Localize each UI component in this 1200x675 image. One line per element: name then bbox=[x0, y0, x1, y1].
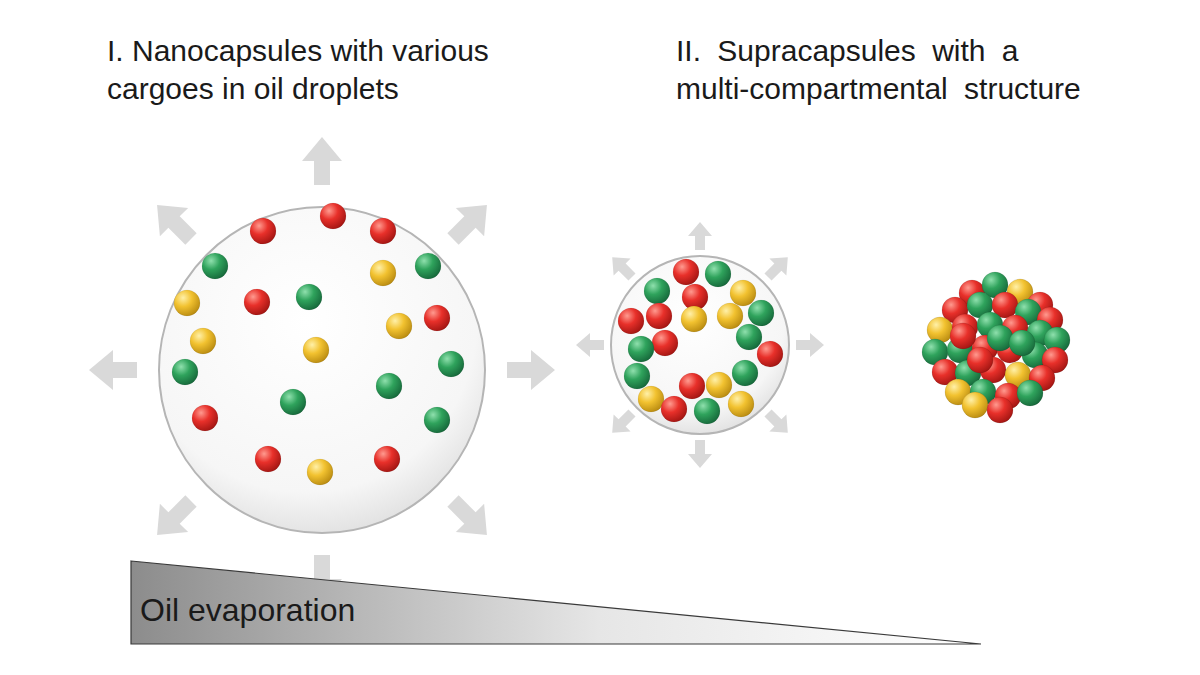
nanocapsules bbox=[618, 259, 783, 424]
supracapsule bbox=[922, 272, 1070, 423]
heading-label: II. Supracapsules with a multi-compartme… bbox=[676, 32, 1092, 108]
wedge-outline bbox=[131, 561, 981, 644]
oil-droplet bbox=[159, 207, 485, 533]
expansion-arrows bbox=[576, 222, 824, 468]
wedge-text: Oil evaporation bbox=[140, 592, 355, 628]
expansion-arrows bbox=[89, 137, 555, 603]
evaporation-wedge: Oil evaporation bbox=[130, 560, 982, 645]
shrinking-droplet bbox=[611, 256, 789, 434]
nanocapsules bbox=[172, 203, 464, 485]
heading-label: I. Nanocapsules with various cargoes in … bbox=[107, 32, 547, 108]
